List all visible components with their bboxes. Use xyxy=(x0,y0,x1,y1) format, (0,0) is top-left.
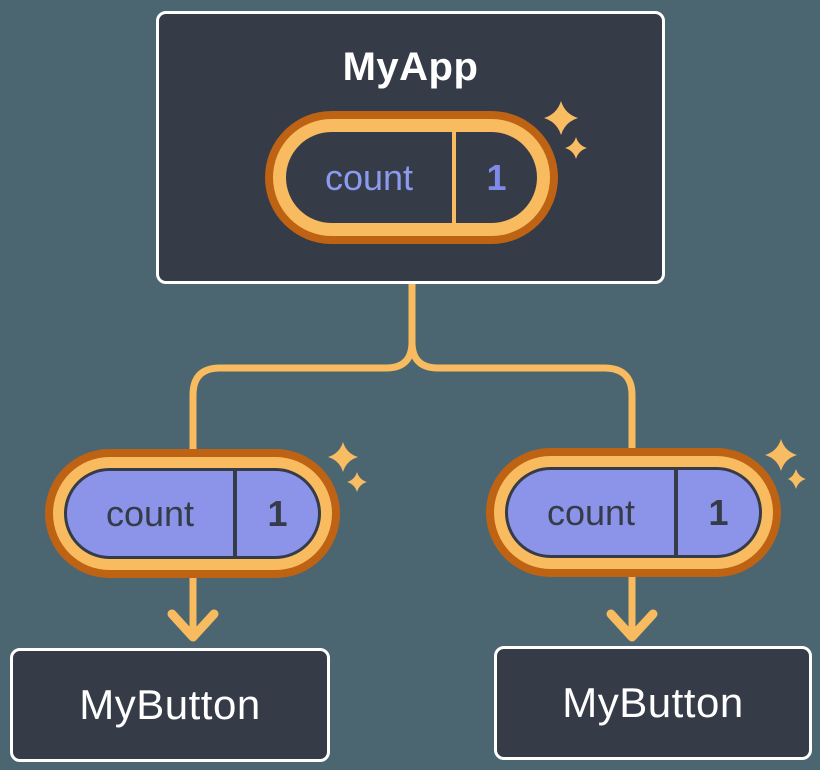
prop-pill-left: count 1 xyxy=(45,449,340,578)
prop-name-label: count xyxy=(546,491,636,533)
node-mybutton-left-title: MyButton xyxy=(79,681,261,728)
state-value-label: 1 xyxy=(486,156,507,198)
arrow-down-right-icon xyxy=(606,609,658,642)
state-pill-myapp: count 1 xyxy=(265,111,558,244)
prop-value-label: 1 xyxy=(708,491,729,533)
sparkle-icon xyxy=(347,472,367,492)
arrow-down-left-icon xyxy=(167,609,219,642)
node-mybutton-right: MyButton xyxy=(494,646,812,760)
prop-name-label: count xyxy=(105,492,195,534)
node-myapp: MyApp count 1 xyxy=(156,11,665,284)
pill-divider xyxy=(452,132,456,223)
sparkle-icon xyxy=(788,469,806,489)
state-name-label: count xyxy=(324,156,414,198)
node-mybutton-left: MyButton xyxy=(10,648,330,762)
node-myapp-title: MyApp xyxy=(342,45,479,89)
sparkle-icon xyxy=(328,442,358,472)
prop-pill-ring: count 1 xyxy=(494,456,773,569)
node-mybutton-right-title: MyButton xyxy=(562,679,744,726)
state-pill-ring: count 1 xyxy=(273,119,550,236)
pill-divider xyxy=(674,470,678,555)
sparkle-icon xyxy=(765,439,797,471)
prop-pill-ring: count 1 xyxy=(53,457,332,570)
prop-value-label: 1 xyxy=(267,492,288,534)
prop-pill-right: count 1 xyxy=(486,448,781,577)
